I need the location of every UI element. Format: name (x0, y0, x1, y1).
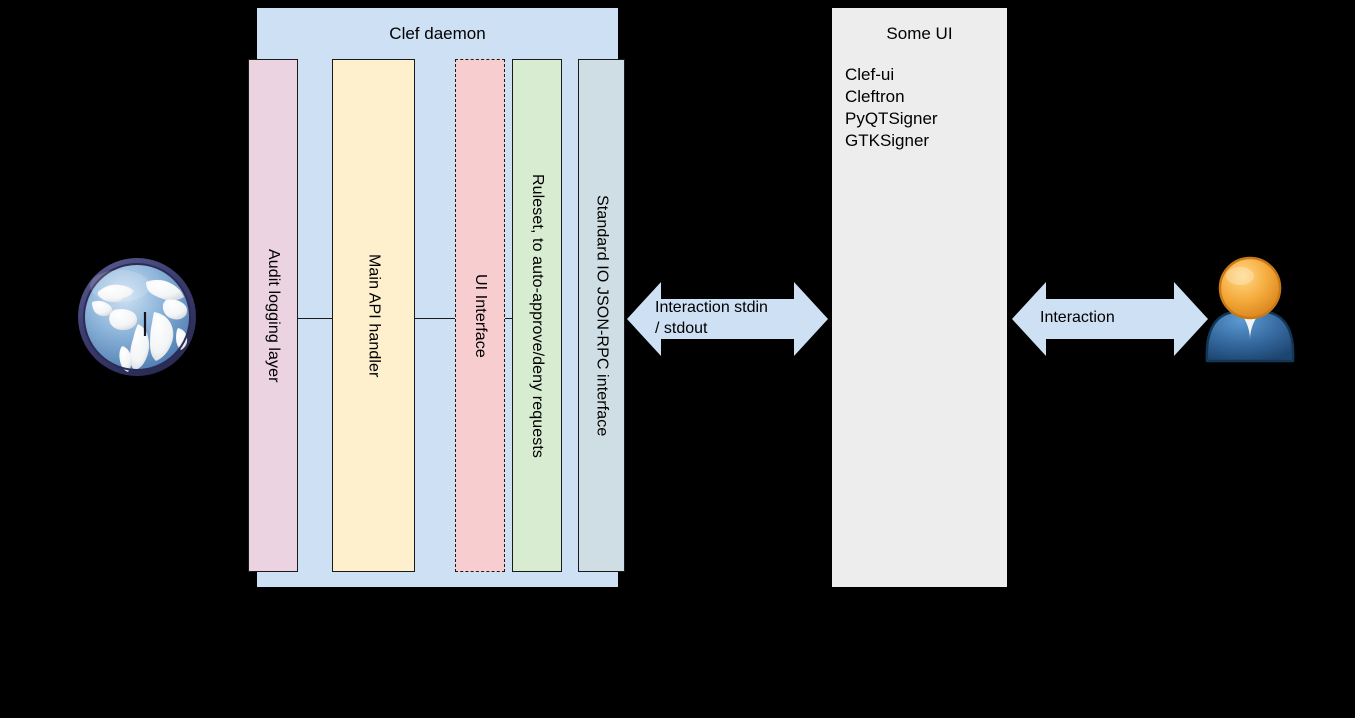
some-ui-panel: Some UI Clef-ui Cleftron PyQTSigner GTKS… (832, 8, 1007, 587)
interaction-stdio-arrow-label: Interaction stdin / stdout (655, 299, 768, 337)
clef-daemon-container: Clef daemon (257, 8, 618, 587)
globe-icon (74, 254, 200, 380)
layer-label-standard-io-jsonrpc: Standard IO JSON-RPC interface (593, 194, 611, 437)
layer-box-ruleset[interactable]: Ruleset, to auto-approve/deny requests (512, 59, 562, 572)
layer-box-main-api-handler[interactable]: Main API handler (332, 59, 415, 572)
layer-box-standard-io-jsonrpc[interactable]: Standard IO JSON-RPC interface (578, 59, 625, 572)
layer-label-main-api-handler: Main API handler (365, 253, 383, 378)
list-item: Cleftron (845, 87, 905, 106)
layer-box-ui-interface[interactable]: UI Interface (455, 59, 505, 572)
list-item: Clef-ui (845, 65, 895, 84)
some-ui-list: Clef-ui Cleftron PyQTSigner GTKSigner (845, 64, 938, 152)
list-item: PyQTSigner (845, 109, 938, 128)
layer-label-audit-logging: Audit logging layer (265, 248, 282, 383)
layer-box-audit-logging[interactable]: Audit logging layer (248, 59, 298, 572)
user-icon (1199, 253, 1301, 363)
interaction-stdio-arrow (627, 281, 828, 357)
clef-daemon-title: Clef daemon (389, 24, 486, 43)
interaction-user-arrow (1012, 281, 1208, 357)
layer-label-ui-interface: UI Interface (472, 273, 489, 358)
connector-audit-to-api (297, 318, 333, 319)
list-item: GTKSigner (845, 131, 930, 150)
connector-api-to-ui (414, 318, 456, 319)
layer-label-ruleset: Ruleset, to auto-approve/deny requests (529, 173, 546, 458)
some-ui-title: Some UI (886, 24, 953, 43)
interaction-user-arrow-label: Interaction (1040, 309, 1115, 326)
